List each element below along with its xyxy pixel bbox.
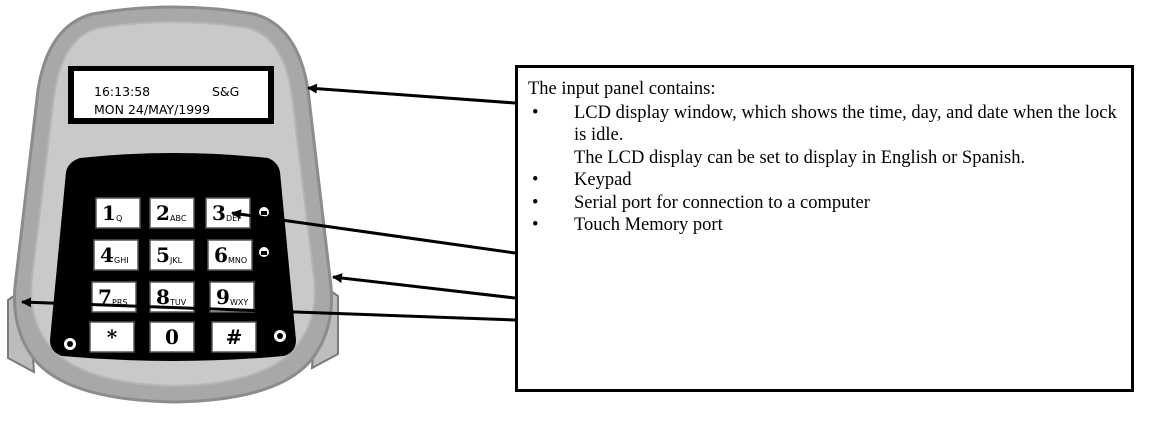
key-label: 7: [98, 285, 112, 309]
key-label: 8: [156, 285, 170, 309]
arrow-serial-port: [332, 273, 516, 300]
list-item-touch-memory: • Touch Memory port: [528, 214, 1119, 237]
key-sublabel: MNO: [228, 256, 247, 265]
list-item-serial-port: • Serial port for connection to a comput…: [528, 192, 1119, 215]
list-item-lcd: • LCD display window, which shows the ti…: [528, 102, 1119, 170]
key-label: *: [107, 325, 118, 349]
key-label: 3: [212, 201, 226, 225]
key-sublabel: GHI: [114, 256, 129, 265]
key-label: #: [226, 325, 243, 349]
lcd-time: 16:13:58: [94, 84, 150, 99]
item-note: The LCD display can be set to display in…: [574, 147, 1026, 168]
lcd-date: MON 24/MAY/1999: [94, 102, 210, 117]
key-sublabel: WXY: [230, 298, 248, 307]
lcd-display: [74, 71, 268, 118]
lcd-brand: S&G: [212, 84, 239, 99]
key-sublabel: TUV: [169, 298, 187, 307]
item-text: Serial port for connection to a computer: [574, 192, 870, 213]
item-text: Touch Memory port: [574, 215, 723, 235]
key-label: 0: [165, 325, 179, 349]
touch-memory-port-left-inner: [67, 341, 73, 347]
touch-memory-port-right-inner: [277, 333, 283, 339]
key-sublabel: ABC: [170, 214, 187, 223]
key-label: 2: [156, 201, 170, 225]
bullet: •: [532, 170, 539, 190]
unlock-glyph-icon-body: [261, 251, 267, 255]
callout-list: • LCD display window, which shows the ti…: [528, 102, 1119, 237]
bullet: •: [532, 192, 539, 213]
bullet: •: [532, 215, 539, 235]
item-text: Keypad: [574, 170, 632, 190]
lock-glyph-icon-body: [261, 211, 267, 215]
item-text: LCD display window, which shows the time…: [574, 102, 1117, 146]
key-label: 5: [156, 243, 170, 267]
key-star[interactable]: *: [89, 321, 135, 353]
arrow-touch-memory: [21, 297, 516, 322]
key-label: 6: [214, 243, 228, 267]
input-panel-callout: The input panel contains: • LCD display …: [515, 65, 1134, 392]
key-sublabel: JKL: [169, 256, 183, 265]
key-label: 1: [102, 201, 116, 225]
key-0[interactable]: 0: [149, 321, 195, 353]
key-label: 4: [100, 243, 114, 267]
key-hash[interactable]: #: [211, 321, 257, 353]
key-sublabel: Q: [116, 214, 122, 223]
key-label: 9: [216, 285, 230, 309]
key-sublabel: PRS: [112, 298, 127, 307]
callout-heading: The input panel contains:: [528, 79, 716, 99]
arrow-lcd: [307, 83, 516, 105]
arrow-keypad: [231, 209, 516, 255]
bullet: •: [532, 102, 539, 123]
list-item-keypad: • Keypad: [528, 169, 1119, 192]
